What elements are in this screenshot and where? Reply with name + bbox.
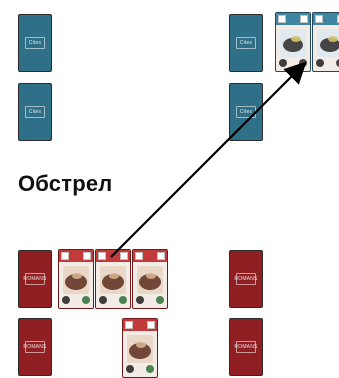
attribute-icon xyxy=(126,365,134,373)
attribute-icon xyxy=(62,296,70,304)
red-unit-card[interactable] xyxy=(58,249,94,309)
attribute-icon xyxy=(316,59,324,67)
blue-card-back-label: Cites xyxy=(28,39,42,46)
card-header xyxy=(96,250,130,262)
unit-silhouette xyxy=(65,274,87,291)
red-discard-card-back[interactable]: ROMANS xyxy=(18,318,52,376)
card-stat-icon xyxy=(300,15,308,23)
card-header xyxy=(123,319,157,331)
attribute-icon xyxy=(279,59,287,67)
unit-silhouette xyxy=(320,38,339,53)
attribute-icon xyxy=(82,296,90,304)
unit-illustration xyxy=(100,266,126,294)
card-header xyxy=(133,250,167,262)
blue-card-back-emblem: Cites xyxy=(25,37,45,49)
card-header xyxy=(276,13,310,25)
unit-highlight xyxy=(146,272,157,279)
action-title: Обстрел xyxy=(18,171,113,196)
red-card-back-label: ROMANS xyxy=(23,343,47,350)
red-card-back-emblem: ROMANS xyxy=(234,273,258,285)
red-card-back-emblem: ROMANS xyxy=(23,273,47,285)
card-stat-icon xyxy=(147,321,155,329)
blue-card-back-emblem: Cites xyxy=(236,106,256,118)
unit-illustration xyxy=(63,266,89,294)
red-card-back-label: ROMANS xyxy=(234,275,258,282)
blue-reserve-card-back[interactable]: Cites xyxy=(229,14,263,72)
blue-card-back-label: Cites xyxy=(239,108,253,115)
card-stat-icon xyxy=(337,15,339,23)
card-stat-icon xyxy=(278,15,286,23)
attribute-icon xyxy=(136,296,144,304)
unit-highlight xyxy=(291,35,302,42)
unit-illustration xyxy=(317,29,339,57)
card-stat-icon xyxy=(315,15,323,23)
blue-hand-card-back[interactable]: Cites xyxy=(229,83,263,141)
card-stat-icon xyxy=(98,252,106,260)
red-card-back-emblem: ROMANS xyxy=(234,341,258,353)
card-footer xyxy=(133,294,167,306)
unit-illustration xyxy=(280,29,306,57)
card-stat-icon xyxy=(61,252,69,260)
red-unit-card[interactable] xyxy=(132,249,168,309)
blue-card-back-emblem: Cites xyxy=(25,106,45,118)
red-card-back-emblem: ROMANS xyxy=(23,341,47,353)
blue-unit-card[interactable] xyxy=(312,12,339,72)
red-unit-card-selected[interactable] xyxy=(95,249,131,309)
blue-card-back-label: Cites xyxy=(239,39,253,46)
blue-unit-card[interactable] xyxy=(275,12,311,72)
card-header xyxy=(313,13,339,25)
card-footer xyxy=(276,57,310,69)
unit-highlight xyxy=(328,35,339,42)
red-card-back-label: ROMANS xyxy=(234,343,258,350)
red-deck-card-back[interactable]: ROMANS xyxy=(18,250,52,308)
attribute-icon xyxy=(336,59,339,67)
blue-card-back-label: Cites xyxy=(28,108,42,115)
card-footer xyxy=(123,363,157,375)
unit-highlight xyxy=(109,272,120,279)
unit-highlight xyxy=(136,341,147,348)
attribute-icon xyxy=(99,296,107,304)
card-stat-icon xyxy=(120,252,128,260)
unit-silhouette xyxy=(139,274,161,291)
unit-silhouette xyxy=(102,274,124,291)
red-hand-card-back[interactable]: ROMANS xyxy=(229,318,263,376)
card-footer xyxy=(313,57,339,69)
blue-card-back-emblem: Cites xyxy=(236,37,256,49)
unit-silhouette xyxy=(129,343,151,360)
attribute-icon xyxy=(156,296,164,304)
card-stat-icon xyxy=(125,321,133,329)
attribute-icon xyxy=(299,59,307,67)
unit-illustration xyxy=(137,266,163,294)
unit-illustration xyxy=(127,335,153,363)
red-reserve-card-back[interactable]: ROMANS xyxy=(229,250,263,308)
unit-silhouette xyxy=(283,38,303,53)
red-unit-card[interactable] xyxy=(122,318,158,378)
blue-discard-card-back[interactable]: Cites xyxy=(18,83,52,141)
card-stat-icon xyxy=(157,252,165,260)
arrow-line xyxy=(110,61,307,258)
card-footer xyxy=(59,294,93,306)
attribute-icon xyxy=(119,296,127,304)
card-header xyxy=(59,250,93,262)
card-footer xyxy=(96,294,130,306)
unit-highlight xyxy=(72,272,83,279)
card-stat-icon xyxy=(83,252,91,260)
attribute-icon xyxy=(146,365,154,373)
blue-deck-card-back[interactable]: Cites xyxy=(18,14,52,72)
card-stat-icon xyxy=(135,252,143,260)
red-card-back-label: ROMANS xyxy=(23,275,47,282)
